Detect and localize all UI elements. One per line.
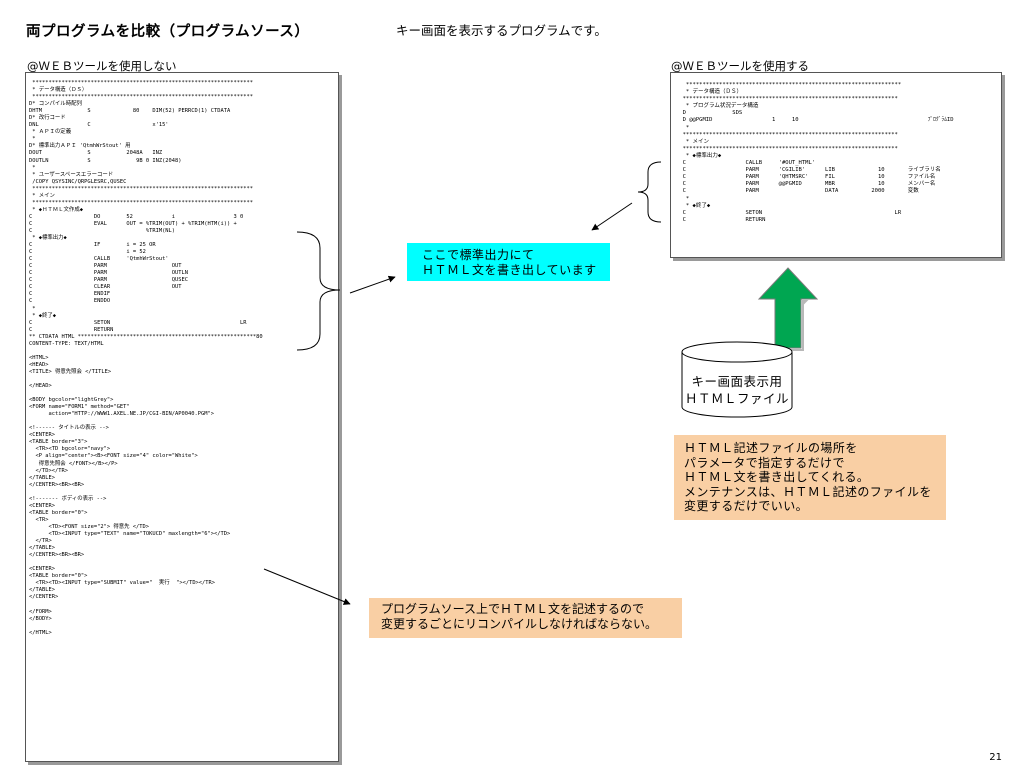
- page-title: 両プログラムを比較（プログラムソース）: [26, 24, 310, 40]
- stdout-callout-line-1: ここで標準出力にて: [422, 248, 535, 262]
- left-code-listing: ****************************************…: [29, 80, 263, 636]
- recompile-callout: プログラムソース上でＨＴＭＬ文を記述するので 変更するごとにリコンパイルしなけれ…: [369, 598, 682, 638]
- right-brace-to-callout-arrow: [591, 202, 633, 231]
- stdout-callout-line-2: ＨＴＭＬ文を書き出しています: [422, 263, 597, 277]
- left-listing-brace: [296, 231, 341, 351]
- right-code-listing-panel: ****************************************…: [670, 72, 1002, 258]
- html-file-callout-line-5: 変更するだけでいい。: [684, 499, 809, 513]
- html-file-cylinder-label: キー画面表示用 ＨＴＭＬファイル: [682, 373, 792, 407]
- html-file-callout-line-3: ＨＴＭＬ文を書き出してくれる。: [684, 470, 870, 484]
- listing-to-recompile-arrow: [263, 568, 351, 605]
- recompile-callout-line-2: 変更するごとにリコンパイルしなければならない。: [381, 617, 658, 631]
- html-file-callout-line-1: ＨＴＭＬ記述ファイルの場所を: [684, 441, 858, 455]
- html-file-callout-line-4: メンテナンスは、ＨＴＭＬ記述のファイルを: [684, 484, 932, 499]
- right-listing-brace: [637, 161, 662, 223]
- page-number: 21: [989, 752, 1002, 763]
- html-file-location-callout: ＨＴＭＬ記述ファイルの場所を パラメータで指定するだけで ＨＴＭＬ文を書き出して…: [674, 435, 946, 520]
- up-arrow-icon: [757, 267, 819, 349]
- cylinder-label-line-1: キー画面表示用: [691, 374, 783, 389]
- html-file-cylinder-icon: [681, 341, 793, 418]
- brace-to-callout-arrow: [349, 275, 396, 294]
- right-section-label: @ＷＥＢツールを使用する: [671, 59, 809, 73]
- stdout-callout: ここで標準出力にて ＨＴＭＬ文を書き出しています: [407, 243, 610, 281]
- recompile-callout-line-1: プログラムソース上でＨＴＭＬ文を記述するので: [381, 602, 645, 616]
- left-code-listing-panel: ****************************************…: [25, 72, 339, 762]
- cylinder-label-line-2: ＨＴＭＬファイル: [684, 391, 789, 406]
- page-subtitle: キー画面を表示するプログラムです。: [396, 23, 607, 38]
- right-code-listing: ****************************************…: [682, 82, 954, 223]
- html-file-callout-line-2: パラメータで指定するだけで: [684, 455, 845, 470]
- left-section-label: @ＷＥＢツールを使用しない: [27, 59, 177, 73]
